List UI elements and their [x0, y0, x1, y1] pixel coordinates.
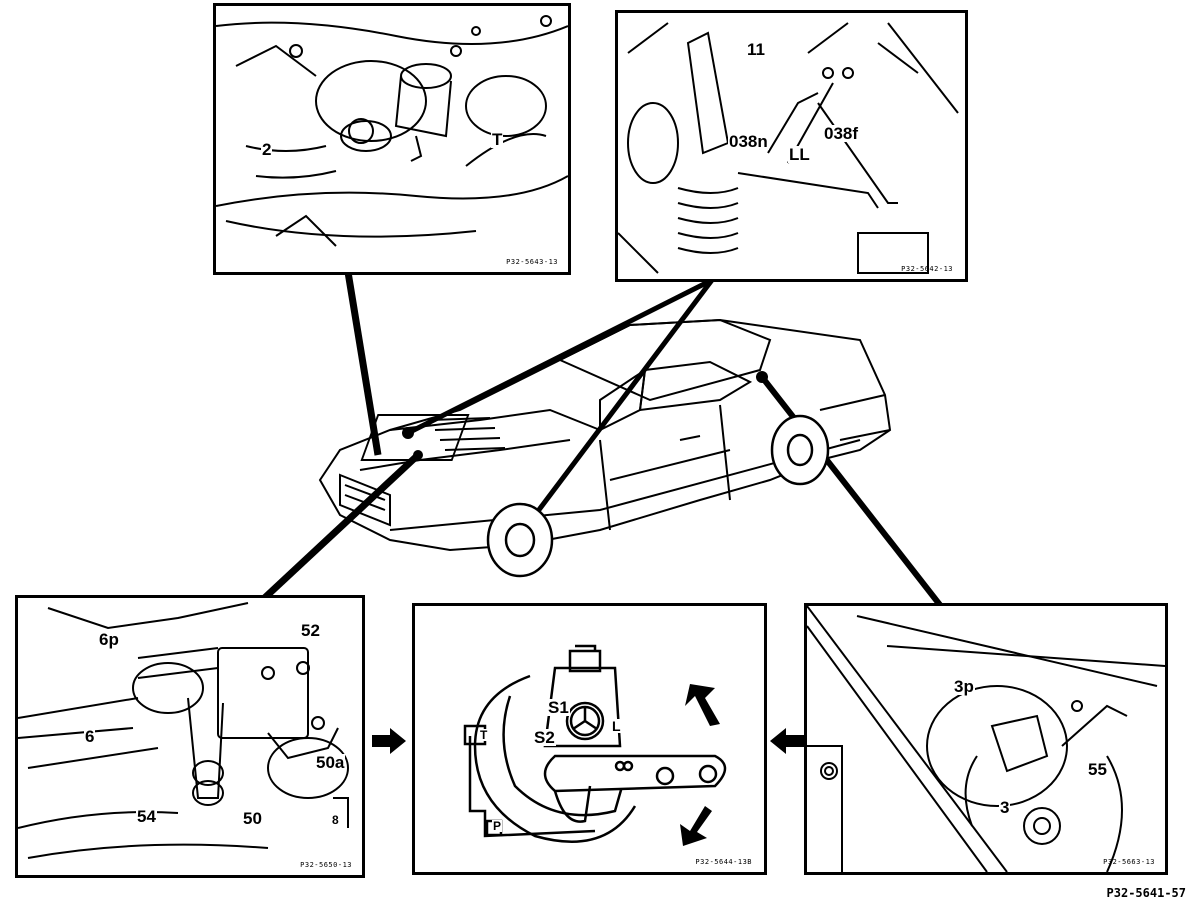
label-P: P: [492, 819, 503, 833]
panel-rear-axle: 3p 55 3 P32-5663-13: [804, 603, 1168, 875]
label-S2: S2: [533, 728, 556, 747]
panel-valve-block: 6p 52 6 50a 54 50 8 P32-5650-13: [15, 595, 365, 878]
panel-engine-bay: 2 T P32-5643-13: [213, 3, 571, 275]
suspension-drawing: [618, 22, 959, 274]
car-illustration: [318, 318, 892, 578]
arrow-left-icon: [770, 728, 804, 754]
rear-axle-drawing: [807, 606, 1165, 872]
label-L: L: [611, 718, 622, 734]
panel-code: P32-5650-13: [300, 861, 352, 869]
label-54: 54: [136, 807, 157, 826]
engine-bay-drawing: [216, 15, 568, 247]
panel-code: P32-5642-13: [901, 265, 953, 273]
label-50: 50: [242, 809, 263, 828]
label-55: 55: [1087, 760, 1108, 779]
label-3p: 3p: [953, 677, 975, 696]
rotate-arrow-up-icon: [685, 684, 720, 726]
label-6: 6: [84, 727, 96, 746]
panel-front-suspension: 11 038n 038f LL P32-5642-13: [615, 10, 968, 282]
label-11: 11: [746, 40, 766, 59]
panel-code: P32-5643-13: [506, 258, 558, 266]
label-T: T: [479, 728, 489, 742]
panel-code: P32-5644-13B: [695, 858, 752, 866]
label-50a: 50a: [315, 753, 346, 772]
label-8: 8: [331, 813, 340, 827]
label-T: T: [491, 130, 504, 149]
label-S1: S1: [547, 698, 570, 717]
label-LL: LL: [788, 145, 811, 164]
figure-code: P32-5641-57: [1106, 886, 1186, 900]
label-038n: 038n: [728, 132, 769, 151]
label-52: 52: [300, 621, 321, 640]
rotate-arrow-down-icon: [680, 806, 712, 846]
level-sensor-drawing: [463, 644, 727, 846]
label-2: 2: [261, 140, 273, 159]
label-038f: 038f: [823, 124, 860, 143]
label-6p: 6p: [98, 630, 120, 649]
panel-code: P32-5663-13: [1103, 858, 1155, 866]
panel-level-sensor: S1 S2 T L P P32-5644-13B: [412, 603, 767, 875]
arrow-right-icon: [372, 728, 406, 754]
label-3: 3: [999, 798, 1011, 817]
valve-block-drawing: [18, 602, 349, 859]
